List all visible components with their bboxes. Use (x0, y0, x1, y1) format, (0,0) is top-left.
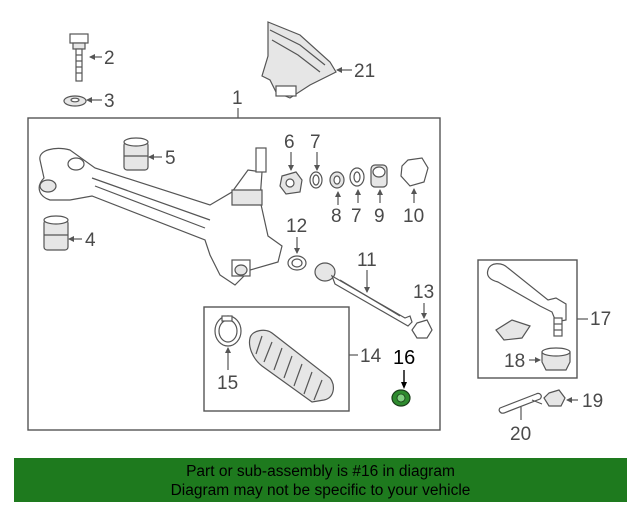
callout-15: 15 (217, 373, 238, 394)
nut-part-19[interactable] (543, 389, 566, 407)
callout-21: 21 (354, 61, 375, 82)
inner-tie-rod-part-11[interactable] (314, 262, 413, 327)
clamp-part-15[interactable] (214, 315, 242, 347)
rack-housing[interactable] (38, 147, 283, 286)
callout-11: 11 (357, 250, 377, 271)
bolt-part-2[interactable] (69, 33, 89, 82)
washer-part-3[interactable] (63, 95, 87, 107)
dust-boot-part-18[interactable] (541, 347, 571, 371)
tie-rod-end-part-17[interactable] (486, 263, 567, 341)
callout-7b: 7 (351, 206, 362, 227)
o-ring-part-12[interactable] (287, 255, 307, 271)
callout-8: 8 (331, 206, 342, 227)
o-ring-part-7b[interactable] (349, 167, 365, 187)
spring-part-8[interactable] (329, 171, 345, 189)
banner-line-2: Diagram may not be specific to your vehi… (170, 482, 471, 499)
nut-part-13[interactable] (411, 319, 433, 339)
bellows-boot-part-14[interactable] (248, 329, 334, 403)
bushing-part-4[interactable] (43, 215, 69, 251)
mount-bracket-part-21[interactable] (261, 21, 337, 99)
callout-20: 20 (510, 424, 531, 445)
assembly-frame-1 (27, 117, 441, 431)
callout-19: 19 (582, 391, 603, 412)
cap-part-10[interactable] (400, 157, 429, 187)
callout-9: 9 (374, 206, 385, 227)
bushing-part-5[interactable] (123, 137, 149, 171)
callout-2: 2 (104, 48, 115, 69)
callout-10: 10 (403, 206, 424, 227)
callout-5: 5 (165, 148, 176, 169)
clamp-part-16-highlighted[interactable] (391, 389, 411, 407)
callout-1: 1 (232, 88, 243, 109)
callout-12: 12 (286, 216, 307, 237)
callout-18: 18 (504, 351, 525, 372)
callout-16: 16 (393, 347, 415, 369)
callout-17: 17 (590, 309, 611, 330)
boot-kit-frame-14 (203, 306, 350, 412)
yoke-part-9[interactable] (370, 164, 388, 188)
cotter-pin-part-20[interactable] (498, 392, 543, 414)
parts-diagram: 1 2 3 4 5 6 7 7 8 9 10 11 12 13 14 15 16… (27, 21, 611, 445)
plug-part-6[interactable] (279, 171, 303, 195)
callout-13: 13 (413, 282, 434, 303)
callout-4: 4 (85, 230, 96, 251)
callout-3: 3 (104, 91, 115, 112)
banner-line-1: Part or sub-assembly is #16 in diagram (186, 463, 455, 480)
callout-14: 14 (360, 346, 382, 367)
callout-6: 6 (284, 132, 295, 153)
info-banner: Part or sub-assembly is #16 in diagram D… (14, 458, 627, 502)
o-ring-part-7a[interactable] (309, 171, 323, 189)
callout-7a: 7 (310, 132, 321, 153)
